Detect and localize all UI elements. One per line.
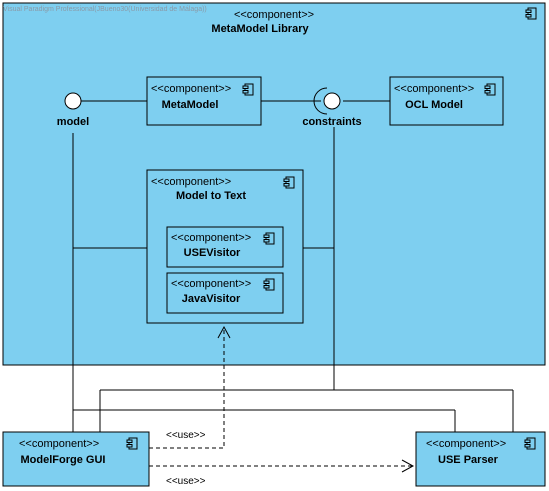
java-visitor-name: JavaVisitor (182, 293, 241, 305)
model-interface-label: model (57, 116, 89, 128)
metamodel-component[interactable]: <<component>> MetaModel (146, 76, 262, 126)
watermark: Visual Paradigm Professional(JBueno30(Un… (3, 6, 207, 13)
use-visitor-name: USEVisitor (184, 247, 241, 259)
ocl-model-component[interactable]: <<component>> OCL Model (389, 76, 504, 126)
use-parser-stereotype: <<component>> (426, 438, 506, 450)
ocl-model-name: OCL Model (405, 99, 463, 111)
java-visitor-component[interactable]: <<component>> JavaVisitor (166, 272, 284, 314)
modelforge-gui-component[interactable]: <<component>> ModelForge GUI (2, 431, 150, 487)
model-interface[interactable]: model (57, 92, 89, 128)
modelforge-gui-stereotype: <<component>> (19, 438, 99, 450)
library-name: MetaModel Library (211, 23, 309, 35)
modelforge-gui-name: ModelForge GUI (21, 454, 106, 466)
use-dependency-label: <<use>> (166, 430, 206, 441)
use-visitor-component[interactable]: <<component>> USEVisitor (166, 226, 284, 268)
use-visitor-stereotype: <<component>> (171, 232, 251, 244)
constraints-interface-label: constraints (302, 116, 361, 128)
metamodel-stereotype: <<component>> (151, 83, 231, 95)
metamodel-name: MetaModel (162, 99, 219, 111)
use-parser-component[interactable]: <<component>> USE Parser (415, 431, 546, 487)
connectors (72, 100, 514, 432)
use-parser-name: USE Parser (438, 454, 499, 466)
constraints-interface[interactable]: constraints (302, 87, 362, 128)
model-to-text-stereotype: <<component>> (151, 176, 231, 188)
java-visitor-stereotype: <<component>> (171, 278, 251, 290)
dependencies (149, 328, 412, 467)
model-to-text-name: Model to Text (176, 190, 246, 202)
ocl-model-stereotype: <<component>> (394, 83, 474, 95)
library-stereotype: <<component>> (234, 9, 314, 21)
arrowheads (217, 325, 415, 473)
use-dependency-label: <<use>> (166, 476, 206, 487)
